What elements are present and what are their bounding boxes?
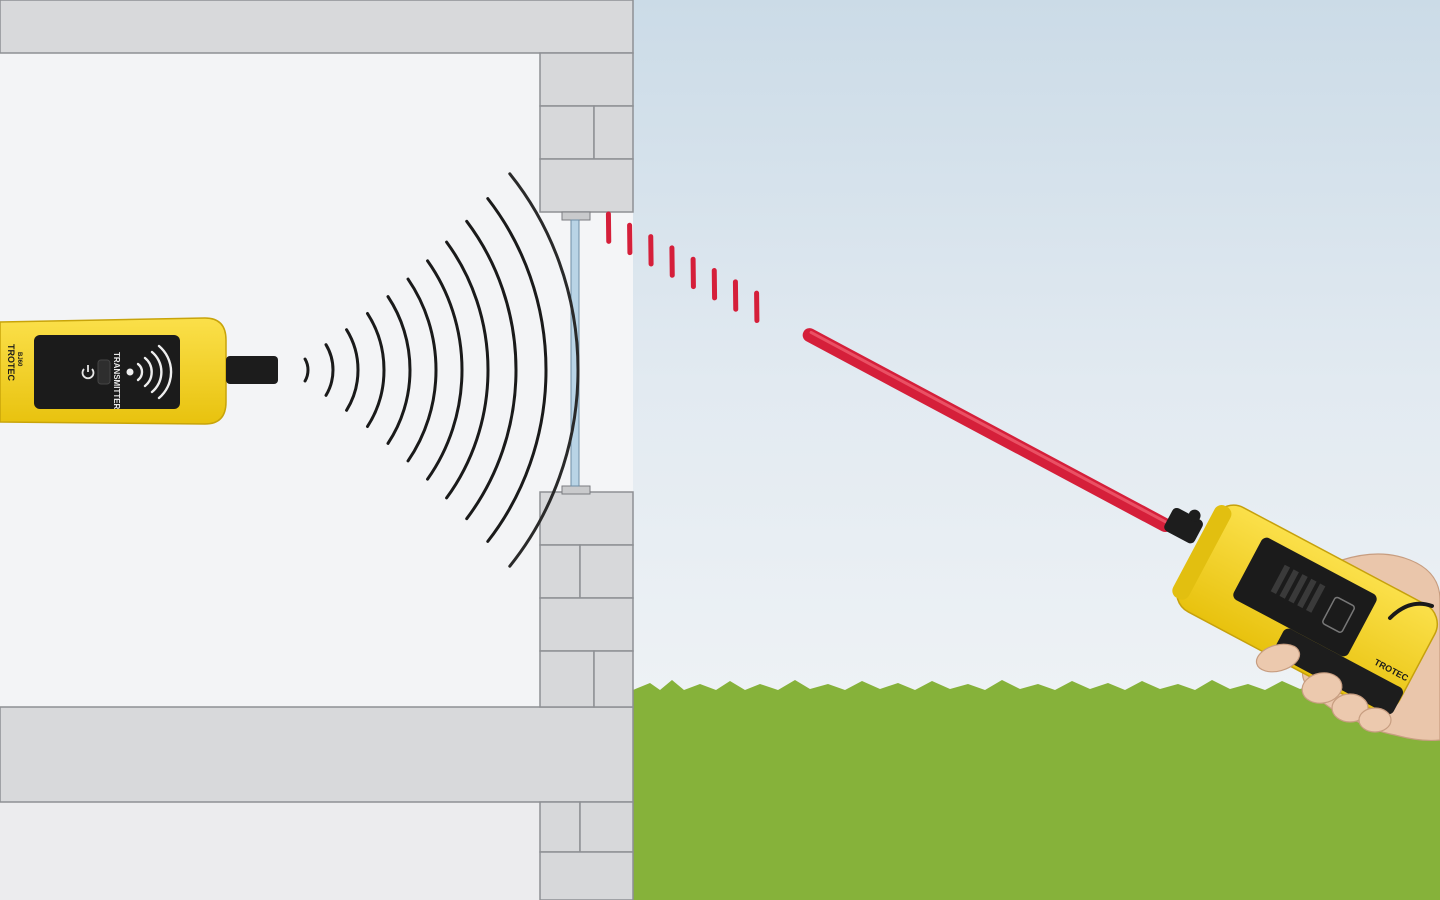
brick-wall-lower [539,491,634,708]
signal-wave-arc [445,240,490,500]
antenna-highlight [809,330,1168,524]
ceiling-slab [0,0,634,54]
signal-wave-arc [324,343,335,397]
signal-wave-arc [426,259,464,481]
brick-wall-bottom [539,801,634,900]
signal-wave-arc [386,295,412,445]
grass [633,680,1440,900]
receiver-device: TROTEC [1164,504,1440,742]
transmitter-model: BJ60 [16,352,22,367]
signal-waves [303,172,580,568]
transmitter-label: TRANSMITTER [112,352,121,410]
signal-wave-arc [366,312,386,428]
signal-wave-arc [345,328,360,412]
hand-fingers [1255,643,1392,733]
transmitter-button [97,359,111,385]
wireless-signal-icon [126,344,173,400]
power-icon [81,365,95,380]
signal-wave-arc [303,357,310,383]
transmitter-brand: TROTEC [6,344,16,381]
signal-wave-arc [406,277,438,463]
transmitter-device: TRANSMITTER TROTEC BJ60 [0,317,278,425]
signal-wave-arc [508,172,580,568]
interior-lower-room [0,802,540,900]
floor-slab [0,706,634,803]
signal-wave-arc [465,219,518,521]
brick-wall-upper [539,52,634,213]
signal-level-led-icon [1270,564,1326,613]
receiver-antenna-rod [802,328,1172,532]
signal-wave-arc [486,197,548,543]
receiver-beam [605,211,1172,532]
transmitter-nozzle [226,356,278,384]
